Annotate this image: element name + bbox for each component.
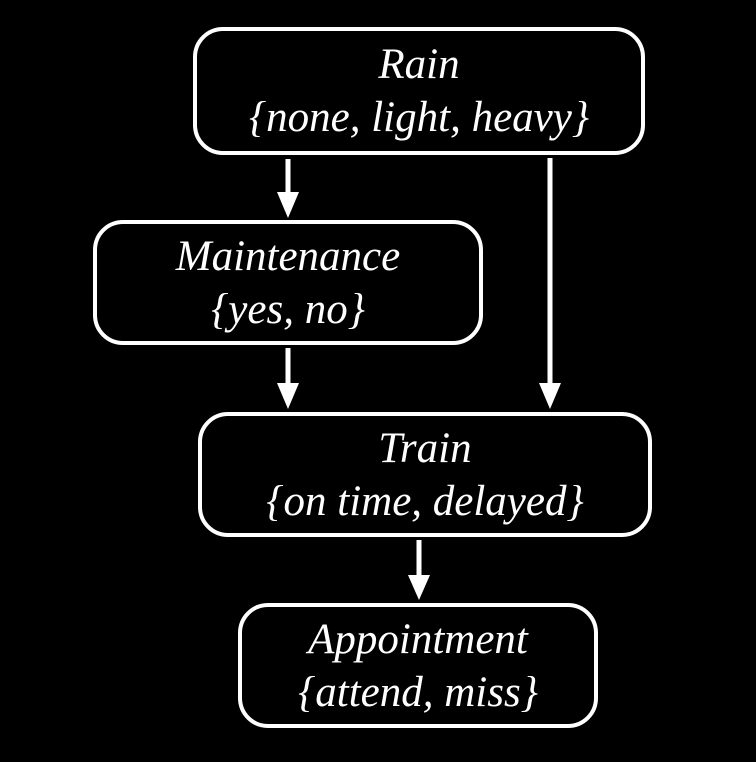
node-rain-values: {none, light, heavy} [248,94,590,141]
edge-rain-to-maintenance-arrow [277,159,299,218]
node-maintenance-label: Maintenance [175,232,401,280]
edge-maintenance-to-train-arrow [277,348,299,409]
node-rain: Rain {none, light, heavy} [193,27,645,155]
node-train-label: Train [378,424,472,472]
node-train: Train {on time, delayed} [198,412,652,537]
edge-rain-to-train-arrow [539,158,561,409]
edge-train-to-appointment-arrow [408,540,430,600]
node-maintenance: Maintenance {yes, no} [93,220,483,345]
node-maintenance-values: {yes, no} [211,285,365,333]
node-appointment-label: Appointment [308,615,528,663]
node-appointment: Appointment {attend, miss} [238,603,598,728]
node-train-values: {on time, delayed} [266,477,584,525]
node-rain-label: Rain [378,41,460,88]
node-appointment-values: {attend, miss} [298,668,538,716]
